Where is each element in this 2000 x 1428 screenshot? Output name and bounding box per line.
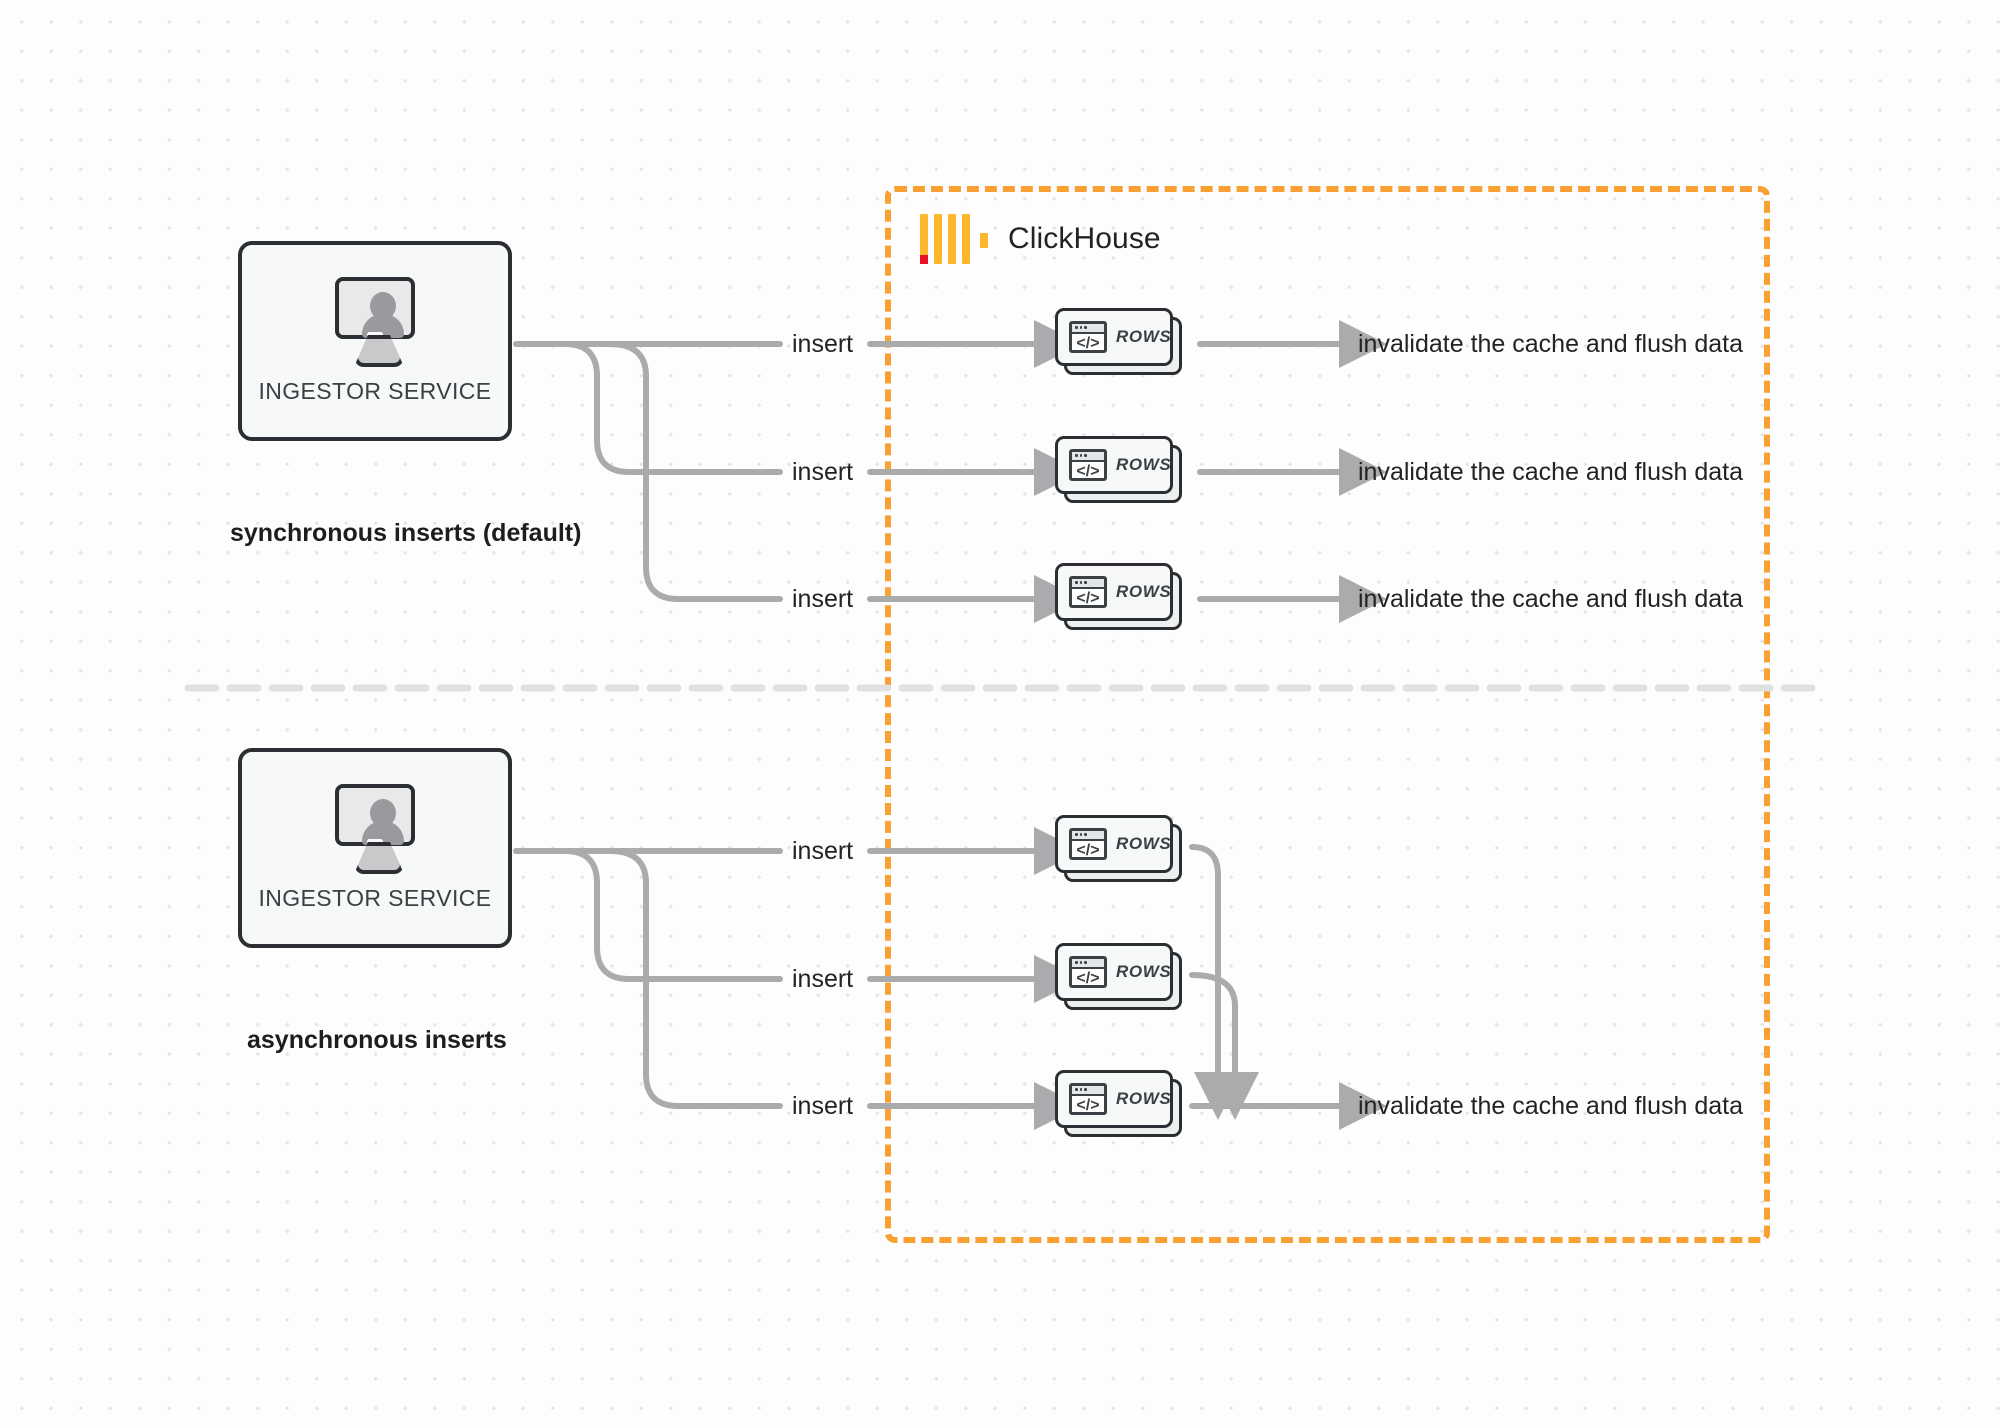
ingestor-service-label-async: INGESTOR SERVICE xyxy=(258,885,492,911)
rows-card-sync-3[interactable]: </> ROWS xyxy=(1055,563,1183,631)
rows-card-label: ROWS xyxy=(1116,962,1172,981)
caption-asynchronous-inserts: asynchronous inserts xyxy=(247,1026,507,1054)
logo-bar-4 xyxy=(962,214,970,264)
edge-label-insert-sync-1: insert xyxy=(792,330,854,358)
ingestor-service-label-sync: INGESTOR SERVICE xyxy=(258,378,492,404)
code-window-icon: </> xyxy=(1069,956,1107,988)
logo-bar-3 xyxy=(948,214,956,264)
monitor-screen xyxy=(335,277,415,339)
rows-card-front: </> ROWS xyxy=(1055,436,1173,494)
code-window-icon: </> xyxy=(1069,1083,1107,1115)
code-glyph-icon: </> xyxy=(1076,463,1100,480)
monitor-stand xyxy=(354,335,404,367)
code-glyph-icon: </> xyxy=(1076,590,1100,607)
code-window-icon: </> xyxy=(1069,321,1107,353)
code-glyph-icon: </> xyxy=(1076,335,1100,352)
clickhouse-title: ClickHouse xyxy=(1008,222,1161,255)
rows-card-label: ROWS xyxy=(1116,327,1172,346)
rows-card-front: </> ROWS xyxy=(1055,1070,1173,1128)
rows-card-async-1[interactable]: </> ROWS xyxy=(1055,815,1183,883)
rows-card-front: </> ROWS xyxy=(1055,563,1173,621)
window-titlebar xyxy=(1072,831,1104,841)
clickhouse-region-boundary xyxy=(885,186,1770,1243)
window-dots-icon xyxy=(1075,581,1087,584)
clickhouse-brand-header: ClickHouse xyxy=(920,214,1161,264)
rows-card-front: </> ROWS xyxy=(1055,815,1173,873)
rows-card-label: ROWS xyxy=(1116,834,1172,853)
window-dots-icon xyxy=(1075,326,1087,329)
ingestor-service-async[interactable]: INGESTOR SERVICE xyxy=(238,748,512,948)
rows-card-label: ROWS xyxy=(1116,455,1172,474)
rows-card-sync-2[interactable]: </> ROWS xyxy=(1055,436,1183,504)
code-window-icon: </> xyxy=(1069,449,1107,481)
window-dots-icon xyxy=(1075,833,1087,836)
monitor-user-icon xyxy=(330,277,420,367)
rows-card-label: ROWS xyxy=(1116,582,1172,601)
window-titlebar xyxy=(1072,579,1104,589)
code-glyph-icon: </> xyxy=(1076,970,1100,987)
window-titlebar xyxy=(1072,959,1104,969)
window-titlebar xyxy=(1072,1086,1104,1096)
rows-card-front: </> ROWS xyxy=(1055,943,1173,1001)
monitor-notch xyxy=(367,332,383,337)
window-dots-icon xyxy=(1075,1088,1087,1091)
monitor-notch xyxy=(367,839,383,844)
sink-label-sync-3: invalidate the cache and flush data xyxy=(1358,585,1743,613)
clickhouse-logo-icon xyxy=(920,214,988,264)
window-titlebar xyxy=(1072,324,1104,334)
rows-card-async-2[interactable]: </> ROWS xyxy=(1055,943,1183,1011)
code-window-icon: </> xyxy=(1069,828,1107,860)
logo-stub-bar xyxy=(980,233,988,248)
sink-label-sync-2: invalidate the cache and flush data xyxy=(1358,458,1743,486)
logo-red-accent xyxy=(920,255,928,264)
edge-label-insert-async-3: insert xyxy=(792,1092,854,1120)
monitor-user-icon xyxy=(330,784,420,874)
code-glyph-icon: </> xyxy=(1076,842,1100,859)
monitor-stand xyxy=(354,842,404,874)
code-window-icon: </> xyxy=(1069,576,1107,608)
caption-synchronous-inserts: synchronous inserts (default) xyxy=(230,519,582,547)
rows-card-async-3[interactable]: </> ROWS xyxy=(1055,1070,1183,1138)
logo-bar-1 xyxy=(920,214,928,264)
logo-bar-2 xyxy=(934,214,942,264)
edge-label-insert-sync-2: insert xyxy=(792,458,854,486)
rows-card-sync-1[interactable]: </> ROWS xyxy=(1055,308,1183,376)
monitor-screen xyxy=(335,784,415,846)
sink-label-async-merged: invalidate the cache and flush data xyxy=(1358,1092,1743,1120)
rows-card-label: ROWS xyxy=(1116,1089,1172,1108)
sink-label-sync-1: invalidate the cache and flush data xyxy=(1358,330,1743,358)
window-titlebar xyxy=(1072,452,1104,462)
edge-label-insert-async-1: insert xyxy=(792,837,854,865)
section-divider xyxy=(184,684,1824,692)
window-dots-icon xyxy=(1075,454,1087,457)
code-glyph-icon: </> xyxy=(1076,1097,1100,1114)
rows-card-front: </> ROWS xyxy=(1055,308,1173,366)
window-dots-icon xyxy=(1075,961,1087,964)
ingestor-service-sync[interactable]: INGESTOR SERVICE xyxy=(238,241,512,441)
edge-label-insert-sync-3: insert xyxy=(792,585,854,613)
edge-label-insert-async-2: insert xyxy=(792,965,854,993)
